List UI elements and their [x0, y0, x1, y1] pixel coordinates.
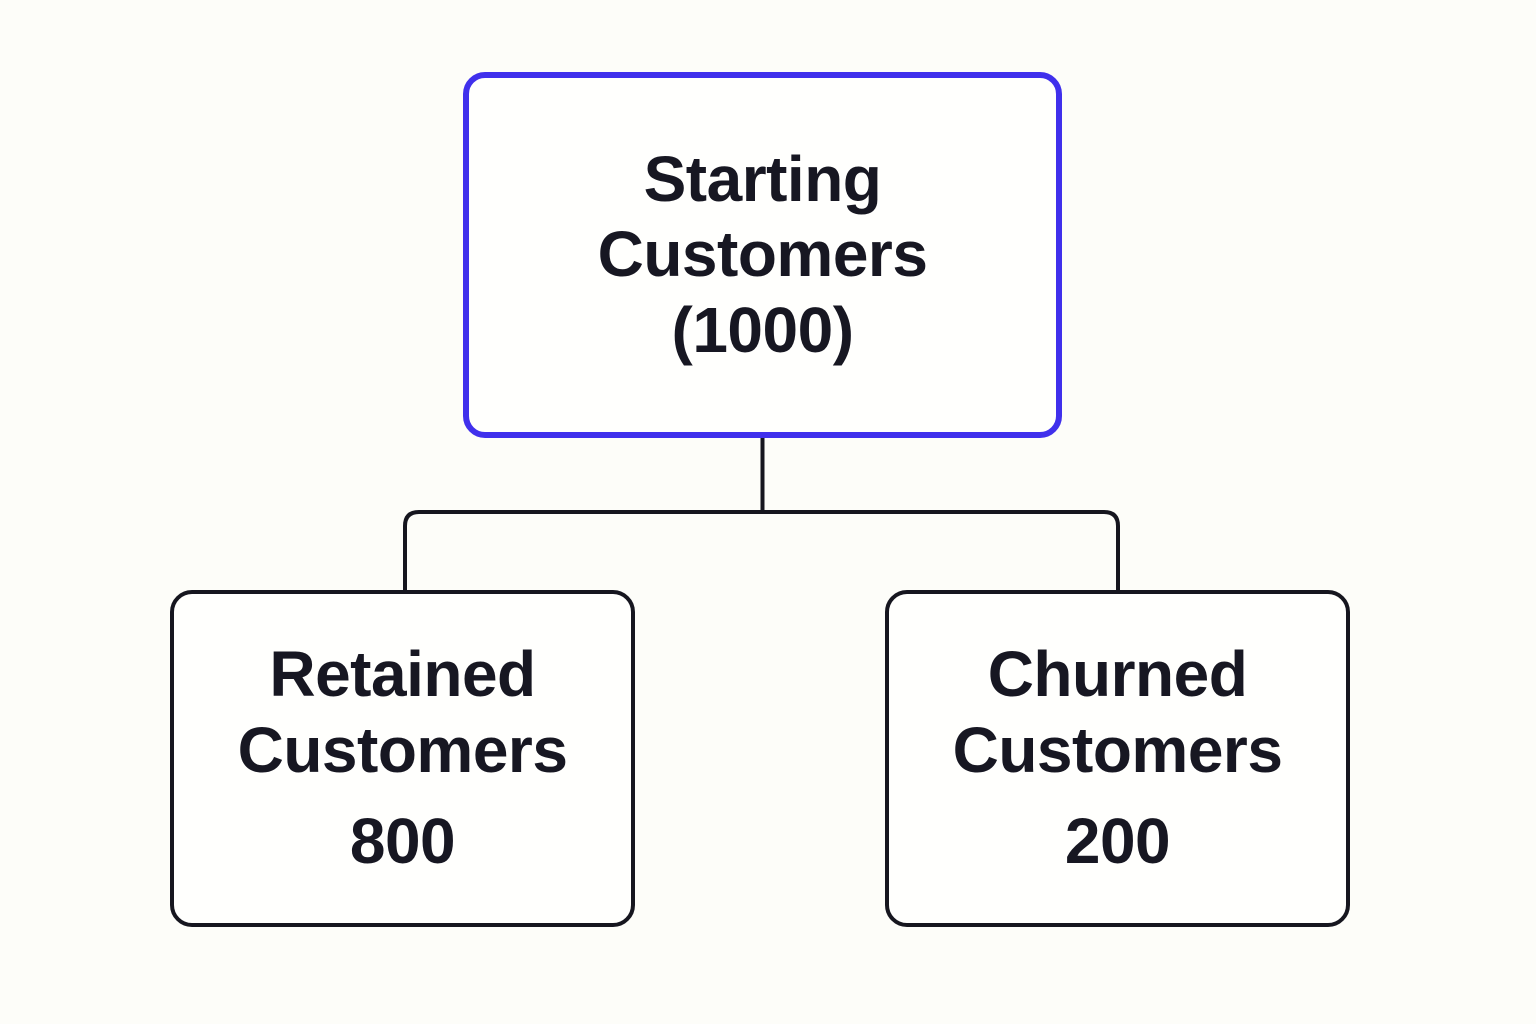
node-title: Retained Customers	[237, 638, 568, 786]
node-starting-customers[interactable]: Starting Customers (1000)	[463, 72, 1062, 438]
node-title: Starting Customers	[597, 142, 928, 291]
node-value: 200	[1064, 805, 1171, 878]
node-title: Churned Customers	[952, 638, 1283, 786]
node-churned-customers[interactable]: Churned Customers 200	[885, 590, 1350, 927]
node-value: 800	[349, 805, 456, 878]
node-value: (1000)	[671, 293, 855, 366]
node-retained-customers[interactable]: Retained Customers 800	[170, 590, 635, 927]
edge-branch	[403, 510, 1120, 591]
